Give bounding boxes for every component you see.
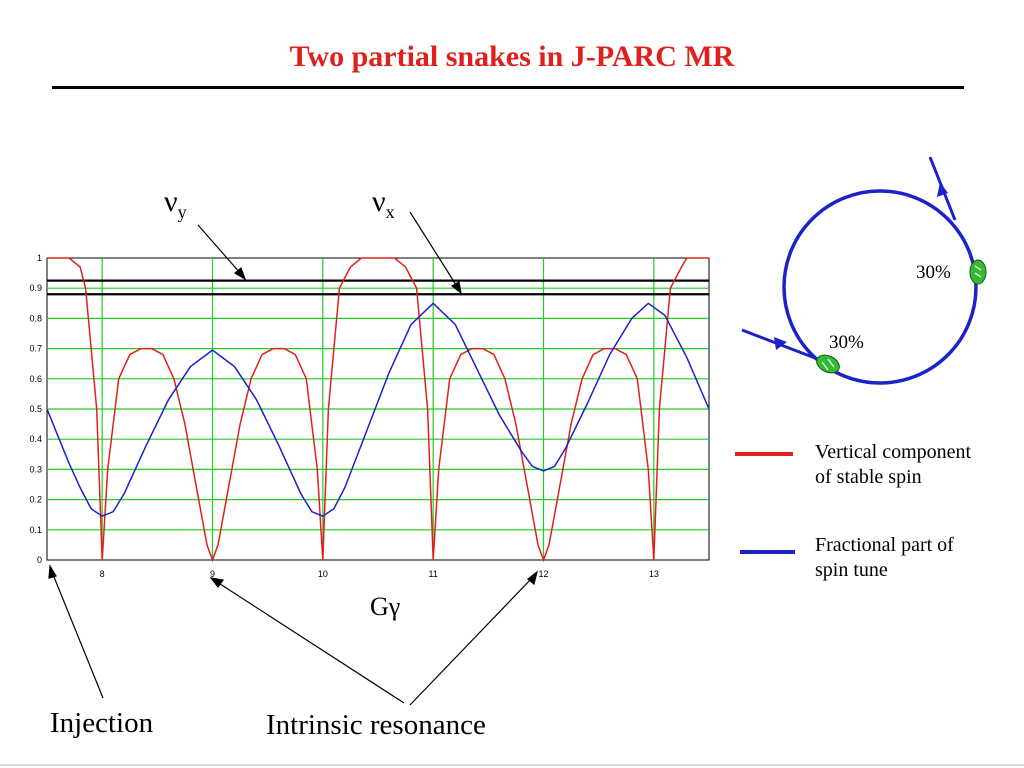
- y-tick-label: 0.1: [29, 525, 42, 535]
- injection-arrowhead: [48, 564, 57, 579]
- extraction-arrowhead: [937, 182, 948, 197]
- y-tick-label: 0.2: [29, 495, 42, 505]
- ring-diagram: 30% 30%: [741, 156, 987, 385]
- x-tick-label: 12: [538, 569, 548, 579]
- y-tick-label: 0.6: [29, 374, 42, 384]
- y-tick-label: 0.7: [29, 344, 42, 354]
- y-tick-label: 0.8: [29, 313, 42, 323]
- intrinsic-arrow-right: [409, 576, 534, 706]
- injection-arrow: [51, 571, 104, 699]
- annotation-arrows: [48, 211, 539, 706]
- x-tick-label: 11: [428, 569, 437, 579]
- x-tick-label: 10: [318, 569, 328, 579]
- y-tick-label: 0.5: [29, 404, 42, 414]
- vertical-component-line: [47, 257, 709, 563]
- nu-x-arrowhead: [450, 281, 462, 295]
- x-tick-label: 13: [649, 569, 659, 579]
- title-divider: [52, 86, 964, 89]
- snake-1-coil: [974, 265, 982, 278]
- x-tick-label: 9: [210, 569, 215, 579]
- horizontal-grid: [47, 287, 709, 531]
- nu-x-label: νx: [372, 185, 395, 222]
- y-tick-labels: 0 0.1 0.2 0.3 0.4 0.5 0.6 0.7 0.8 0.9 1: [29, 253, 42, 565]
- intrinsic-arrowhead-right: [527, 570, 539, 586]
- intrinsic-arrow-left: [216, 581, 405, 704]
- snake-2: [816, 354, 840, 374]
- x-axis-label: Gγ: [370, 592, 401, 621]
- snake-2-coil: [821, 358, 835, 371]
- legend-swatch-vertical: [735, 452, 793, 456]
- ring: [782, 189, 978, 385]
- injection-line-arrowhead: [774, 337, 787, 350]
- slide-title: Two partial snakes in J-PARC MR: [289, 40, 735, 73]
- x-tick-labels: 8 9 10 11 12 13: [100, 569, 659, 579]
- y-tick-label: 1: [37, 253, 42, 263]
- intrinsic-resonance-label: Intrinsic resonance: [266, 709, 486, 741]
- y-tick-label: 0: [37, 555, 42, 565]
- x-tick-label: 8: [100, 569, 105, 579]
- snake-2-label: 30%: [829, 332, 864, 353]
- tune-lines: [47, 279, 709, 296]
- nu-x-arrow: [409, 211, 459, 289]
- injection-label: Injection: [50, 707, 154, 739]
- y-tick-label: 0.3: [29, 464, 42, 474]
- snake-1: [969, 259, 987, 285]
- nu-y-label: νy: [164, 185, 187, 222]
- y-tick-label: 0.4: [29, 434, 42, 444]
- footer-rule: [0, 764, 1024, 766]
- nu-y-arrow: [197, 224, 242, 275]
- nu-y-arrowhead: [233, 266, 247, 281]
- fractional-spin-tune-line: [46, 302, 710, 518]
- y-tick-label: 0.9: [29, 283, 42, 293]
- intrinsic-arrowhead-left: [209, 577, 225, 589]
- legend-swatch-fractional: [740, 550, 795, 554]
- snake-1-label: 30%: [916, 262, 951, 283]
